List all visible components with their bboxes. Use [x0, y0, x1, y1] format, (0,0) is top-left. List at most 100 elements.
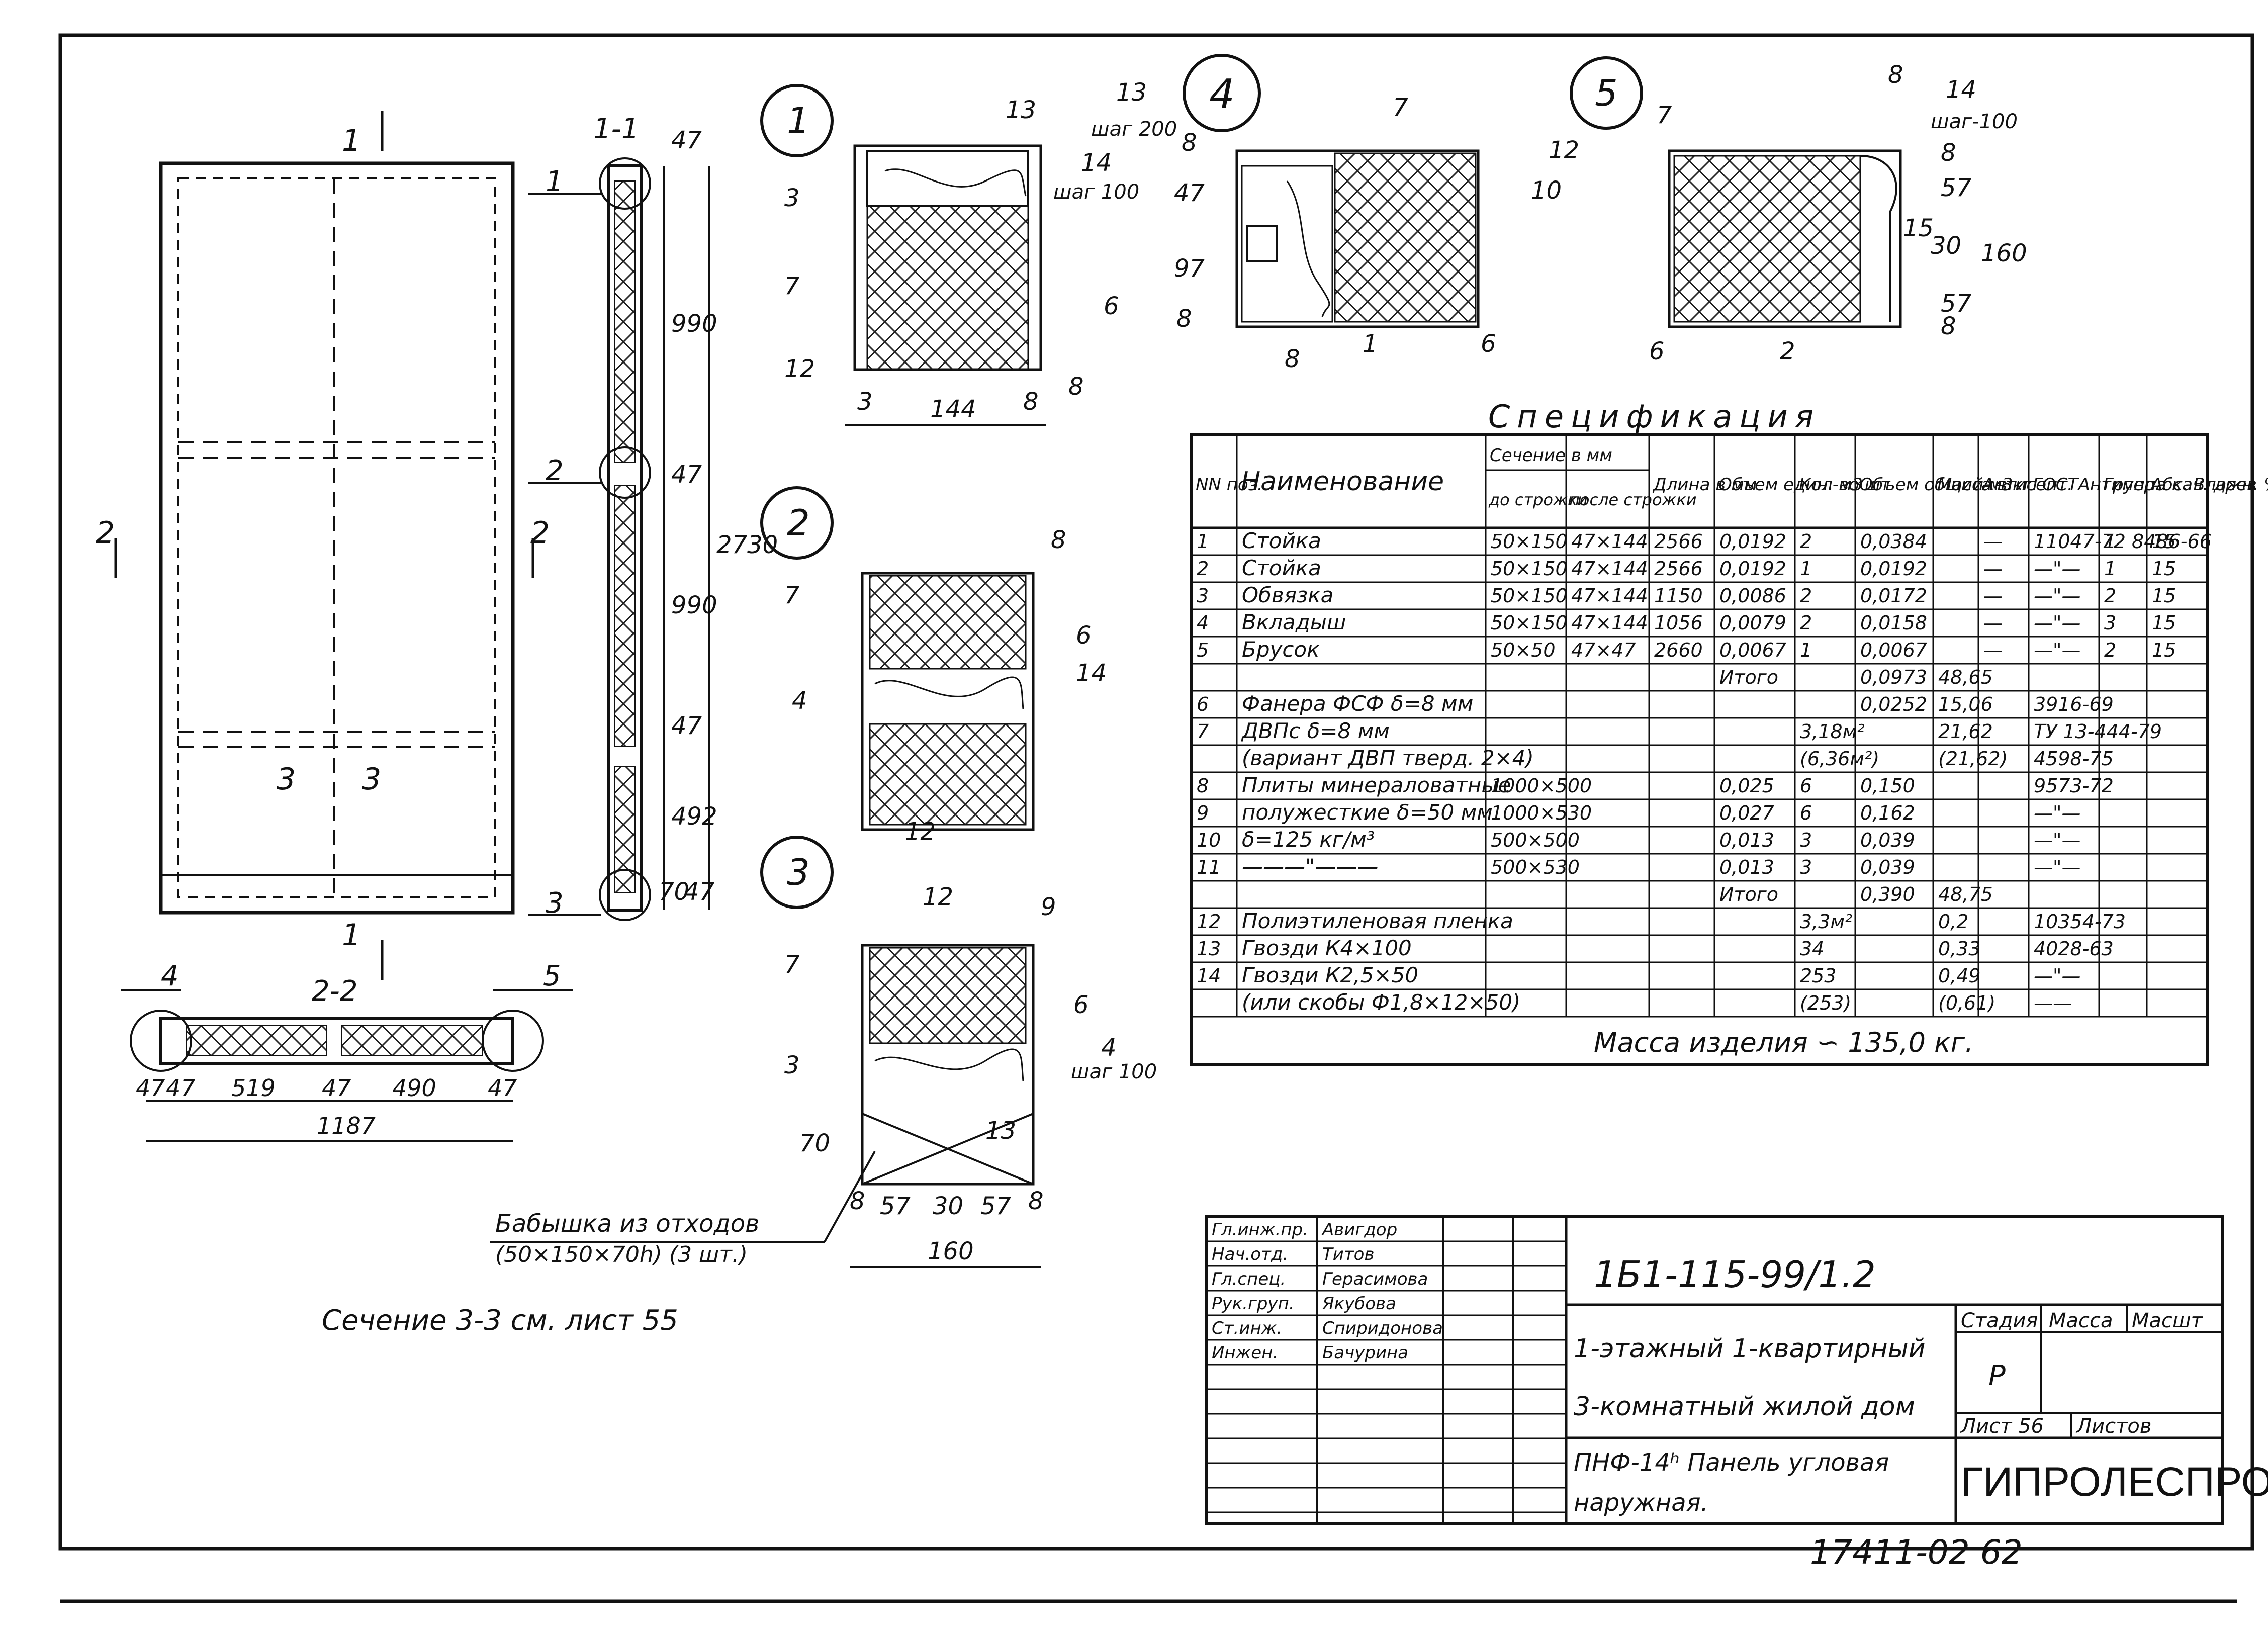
- spec-cell-10-2: 1000×530: [1491, 802, 1592, 824]
- spec-cell-0-10: 11047-72 8486-66: [2034, 530, 2212, 553]
- spec-cell-3-6: 2: [1800, 612, 1812, 634]
- spec-cell-5-5: Итого: [1719, 666, 1778, 688]
- spec-cell-0-0: 1: [1197, 530, 1209, 553]
- spec-cell-5-7: 0,0973: [1860, 666, 1927, 688]
- spec-cell-12-1: ———"———: [1242, 854, 1378, 879]
- spec-cell-11-2: 500×500: [1491, 829, 1580, 851]
- d3-label-12: 12: [923, 883, 953, 911]
- detail-marker-2: 2: [787, 502, 810, 544]
- spec-cell-4-1: Брусок: [1242, 637, 1320, 662]
- sheet-number: Лист 56: [1960, 1415, 2044, 1438]
- spec-cell-4-12: 15: [2152, 639, 2176, 661]
- spec-cell-3-11: 3: [2104, 612, 2116, 634]
- spec-cell-12-0: 11: [1197, 856, 1221, 878]
- d4-dim-8b: 8: [1176, 305, 1192, 333]
- doc-code: 1Б1-115-99/1.2: [1594, 1253, 1876, 1296]
- spec-cell-17-6: (253): [1800, 992, 1851, 1014]
- spec-cell-7-6: 3,18м²: [1800, 720, 1865, 743]
- title-block: [1205, 1215, 2224, 1525]
- spec-cell-3-1: Вкладыш: [1242, 610, 1346, 634]
- d1-label-6: 6: [1104, 292, 1119, 320]
- spec-cell-15-0: 13: [1197, 938, 1221, 960]
- spec-cell-12-10: —"—: [2034, 856, 2080, 878]
- dim-h-4: 47: [322, 1074, 351, 1102]
- spec-cell-4-10: —"—: [2034, 639, 2080, 661]
- spec-cell-1-5: 0,0192: [1719, 558, 1786, 580]
- d5-label-6: 6: [1649, 337, 1665, 366]
- spec-cell-9-7: 0,150: [1860, 775, 1915, 797]
- spec-cell-13-7: 0,390: [1860, 883, 1915, 905]
- spec-cell-16-8: 0,49: [1938, 965, 1981, 987]
- d1-label-8: 8: [1068, 373, 1084, 401]
- d4-label-6: 6: [1481, 330, 1496, 358]
- spec-cell-10-7: 0,162: [1860, 802, 1915, 824]
- sheets-count: Листов: [2075, 1415, 2151, 1438]
- spec-cell-15-8: 0,33: [1938, 938, 1981, 960]
- dim-v-7: 70: [659, 878, 689, 906]
- spec-cell-8-6: (6,36м²): [1800, 748, 1879, 770]
- spec-header-7: Масса в кг.: [1937, 475, 2037, 495]
- dim-v-2: 990: [671, 310, 717, 338]
- d1-label-step: шаг 100: [1053, 180, 1139, 204]
- spec-cell-9-2: 1000×500: [1491, 775, 1592, 797]
- spec-cell-10-6: 6: [1800, 802, 1812, 824]
- spec-cell-3-5: 0,0079: [1719, 612, 1786, 634]
- stage-label: Стадия: [1961, 1309, 2038, 1332]
- spec-cell-15-10: 4028-63: [2034, 938, 2114, 960]
- detail-marker-4: 4: [1209, 71, 1235, 118]
- d2-label-12: 12: [905, 818, 936, 846]
- d4-label-13: 13: [1116, 78, 1147, 107]
- spec-cell-10-0: 9: [1197, 802, 1209, 824]
- elev-mark-3-left: 3: [277, 762, 296, 797]
- spec-cell-4-4: 2660: [1654, 639, 1703, 661]
- elev-mark-top: 1: [342, 123, 361, 158]
- callout-3: 3: [546, 887, 564, 920]
- spec-cell-10-10: —"—: [2034, 802, 2080, 824]
- d4-label-1: 1: [1363, 330, 1378, 358]
- spec-cell-0-4: 2566: [1654, 530, 1703, 553]
- person-role-3: Рук.груп.: [1212, 1294, 1295, 1314]
- spec-cell-11-7: 0,039: [1860, 829, 1915, 851]
- spec-cell-9-6: 6: [1800, 775, 1812, 797]
- spec-cell-13-8: 48,75: [1938, 883, 1993, 905]
- spec-cell-4-3: 47×47: [1571, 639, 1636, 661]
- d5-label-step: шаг-100: [1931, 110, 2018, 133]
- spec-cell-3-10: —"—: [2034, 612, 2080, 634]
- spec-cell-11-10: —"—: [2034, 829, 2080, 851]
- spec-cell-17-1: (или скобы Ф1,8×12×50): [1242, 990, 1520, 1015]
- spec-header-5: Кол-во шт: [1799, 475, 1891, 495]
- spec-cell-16-1: Гвозди К2,5×50: [1242, 963, 1418, 987]
- spec-header-8: Антисепт. Антипер.: [1981, 475, 2160, 495]
- spec-cell-15-1: Гвозди К4×100: [1242, 936, 1412, 960]
- section-2-2: [121, 989, 573, 1142]
- d1-label-13: 13: [1006, 96, 1036, 124]
- d5-dim-57b: 57: [1941, 290, 1972, 318]
- spec-cell-7-1: ДВПс δ=8 мм: [1241, 718, 1390, 743]
- spec-cell-2-1: Обвязка: [1242, 583, 1333, 607]
- leader-pointer: [824, 1151, 876, 1242]
- d5-label-14: 14: [1946, 76, 1976, 104]
- org-name: ГИПРОЛЕСПРОМ: [1961, 1459, 2268, 1505]
- d3-label-13: 13: [985, 1117, 1016, 1145]
- spec-cell-4-6: 1: [1800, 639, 1812, 661]
- person-name-5: Бачурина: [1322, 1343, 1408, 1363]
- d1-label-3: 3: [784, 184, 800, 212]
- spec-cell-1-10: —"—: [2034, 558, 2080, 580]
- spec-cell-6-0: 6: [1197, 693, 1209, 715]
- spec-cell-7-10: ТУ 13-444-79: [2034, 720, 2162, 743]
- spec-cell-0-6: 2: [1800, 530, 1812, 553]
- spec-mass-note: Масса изделия ∽ 135,0 кг.: [1594, 1027, 1973, 1058]
- d5-dim-8a: 8: [1941, 139, 1956, 167]
- spec-cell-9-0: 8: [1197, 775, 1209, 797]
- spec-cell-2-11: 2: [2104, 585, 2116, 607]
- person-name-3: Якубова: [1322, 1294, 1396, 1314]
- spec-cell-4-7: 0,0067: [1860, 639, 1927, 661]
- spec-cell-1-7: 0,0192: [1860, 558, 1927, 580]
- spec-cell-16-0: 14: [1197, 965, 1221, 987]
- spec-cell-16-6: 253: [1800, 965, 1837, 987]
- d3-label-9: 9: [1041, 893, 1056, 921]
- spec-cell-7-0: 7: [1197, 720, 1209, 743]
- spec-cell-12-7: 0,039: [1860, 856, 1915, 878]
